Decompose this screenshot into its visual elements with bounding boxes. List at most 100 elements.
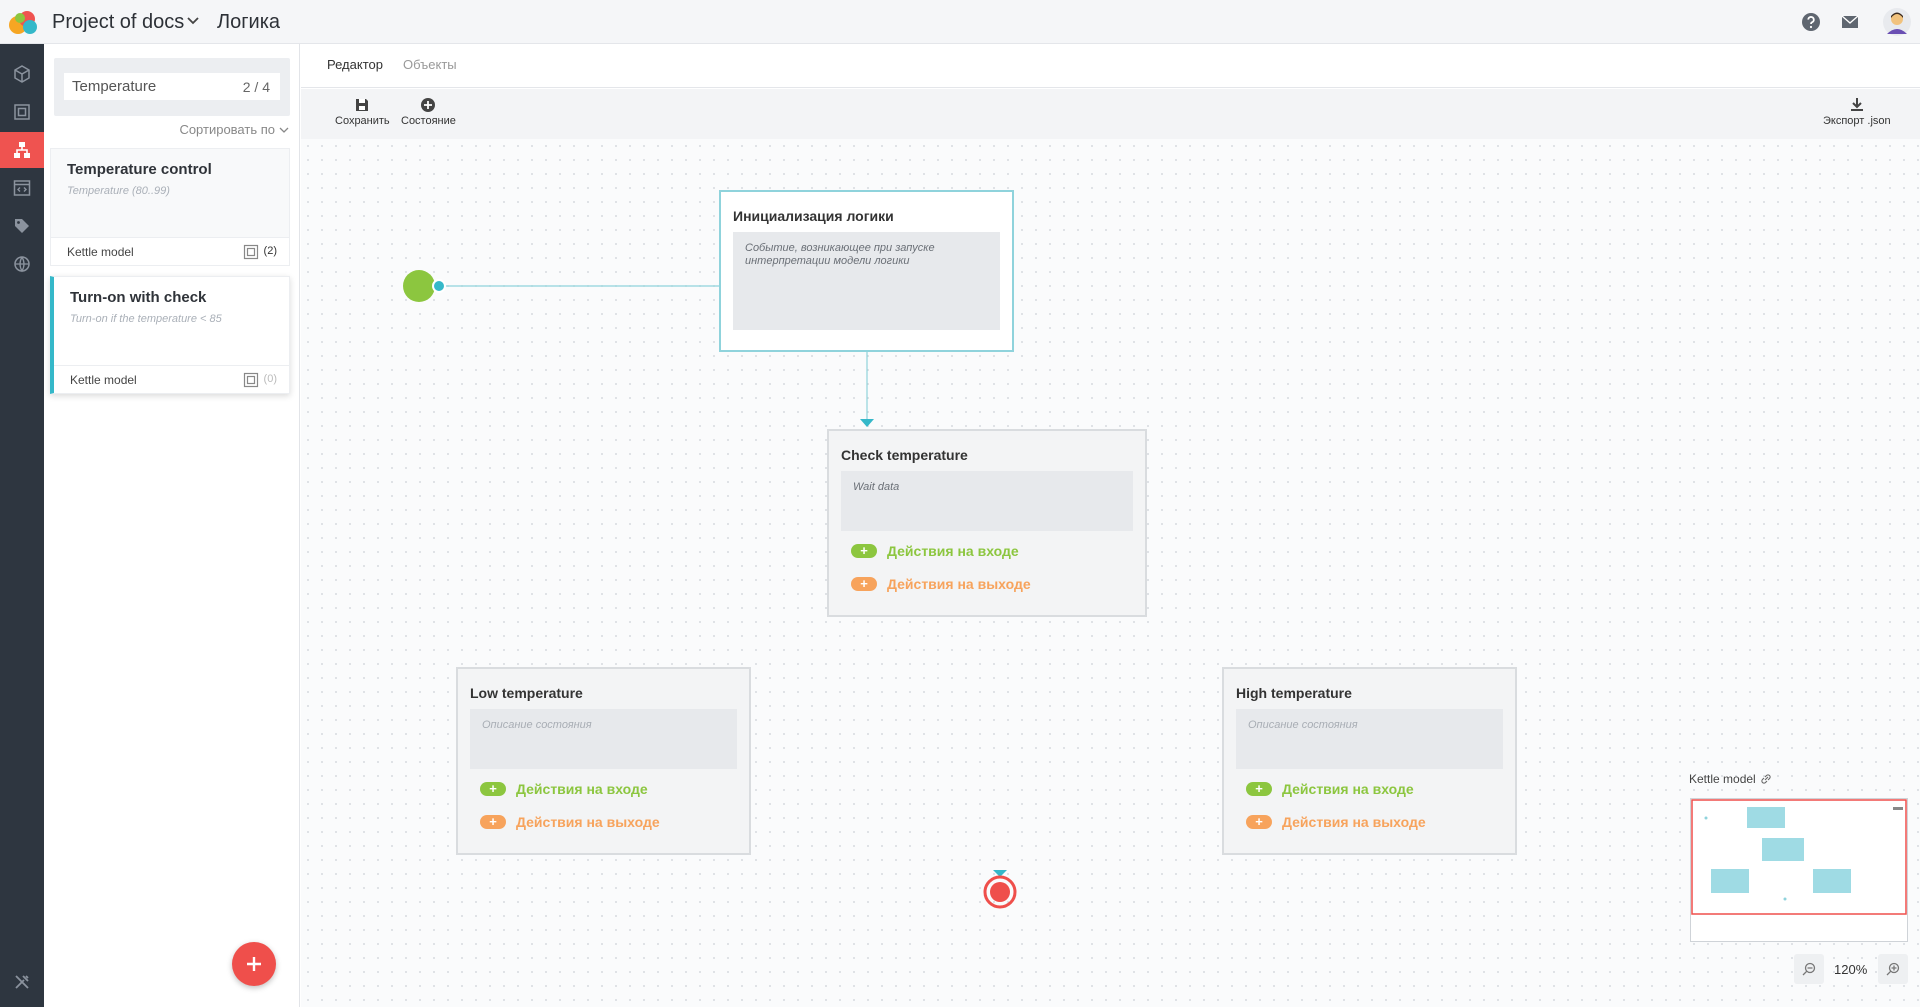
top-bar: Project of docs Логика bbox=[0, 0, 1920, 44]
logic-list-panel: 2 / 4 Сортировать по Temperature control… bbox=[44, 44, 300, 1007]
logic-canvas[interactable]: Инициализация логики Событие, возникающе… bbox=[301, 139, 1920, 1007]
save-label: Сохранить bbox=[335, 115, 390, 127]
start-port[interactable] bbox=[432, 279, 446, 293]
arrow-down-icon bbox=[860, 419, 874, 427]
rail-item-code[interactable] bbox=[0, 170, 44, 206]
tab-editor[interactable]: Редактор bbox=[327, 57, 383, 72]
user-avatar-icon[interactable] bbox=[1882, 7, 1912, 37]
module-title: Логика bbox=[217, 11, 281, 33]
card-model: Kettle model bbox=[70, 373, 137, 387]
connectors bbox=[403, 270, 1017, 909]
add-state-button[interactable]: Состояние bbox=[401, 97, 456, 127]
plus-icon: + bbox=[851, 544, 877, 558]
chevron-down-icon[interactable] bbox=[186, 14, 200, 28]
add-logic-button[interactable] bbox=[232, 942, 276, 986]
tools-icon bbox=[15, 975, 29, 989]
enter-actions[interactable]: + Действия на входе bbox=[1246, 781, 1414, 797]
plus-icon: + bbox=[480, 815, 506, 829]
rail-item-tools[interactable] bbox=[0, 964, 44, 1000]
logic-card[interactable]: Temperature control Temperature (80..99)… bbox=[50, 148, 290, 266]
exit-actions[interactable]: + Действия на выходе bbox=[851, 576, 1031, 592]
cube-icon bbox=[14, 65, 30, 83]
globe-gear-icon bbox=[14, 256, 30, 273]
chevron-down-icon bbox=[279, 127, 289, 133]
card-subtitle: Turn-on if the temperature < 85 bbox=[70, 313, 222, 325]
hierarchy-icon bbox=[14, 142, 30, 158]
minimap-preview bbox=[1691, 799, 1907, 915]
zoom-in-icon bbox=[1886, 962, 1900, 976]
sort-dropdown[interactable]: Сортировать по bbox=[179, 122, 289, 137]
start-node[interactable] bbox=[403, 270, 435, 302]
card-title: Turn-on with check bbox=[70, 289, 207, 306]
node-title: High temperature bbox=[1236, 685, 1352, 701]
minimap-title: Kettle model bbox=[1689, 772, 1772, 786]
exit-actions-label: Действия на выходе bbox=[1282, 814, 1426, 830]
zoom-in-button[interactable] bbox=[1878, 954, 1908, 984]
editor-tabs: Редактор Объекты bbox=[301, 44, 1920, 88]
editor-toolbar: Сохранить Состояние Экспорт .json bbox=[301, 89, 1920, 139]
minimap-model-name: Kettle model bbox=[1689, 772, 1756, 786]
export-json-button[interactable]: Экспорт .json bbox=[1823, 97, 1891, 127]
node-description: Wait data bbox=[841, 471, 1133, 531]
left-rail bbox=[0, 44, 44, 1007]
search-box: 2 / 4 bbox=[54, 58, 290, 116]
rail-item-integrations[interactable] bbox=[0, 246, 44, 282]
rail-item-logic[interactable] bbox=[0, 132, 44, 168]
node-description: Описание состояния bbox=[1236, 709, 1503, 769]
frame-icon bbox=[14, 104, 30, 120]
enter-actions-label: Действия на входе bbox=[887, 543, 1019, 559]
frame-icon bbox=[243, 244, 259, 260]
node-title: Check temperature bbox=[841, 447, 968, 463]
rail-item-frames[interactable] bbox=[0, 94, 44, 130]
enter-actions[interactable]: + Действия на входе bbox=[480, 781, 648, 797]
state-node-check-temperature[interactable]: Check temperature Wait data + Действия н… bbox=[827, 429, 1147, 617]
zoom-level: 120% bbox=[1834, 962, 1868, 977]
enter-actions-label: Действия на входе bbox=[516, 781, 648, 797]
card-title: Temperature control bbox=[67, 161, 212, 178]
card-count: (2) bbox=[263, 245, 277, 257]
exit-actions[interactable]: + Действия на выходе bbox=[1246, 814, 1426, 830]
state-node-low-temperature[interactable]: Low temperature Описание состояния + Дей… bbox=[456, 667, 751, 855]
code-icon bbox=[13, 180, 31, 196]
tag-icon bbox=[15, 219, 29, 233]
search-input[interactable] bbox=[64, 73, 280, 100]
minimap-viewport[interactable] bbox=[1691, 799, 1907, 915]
card-count: (0) bbox=[263, 373, 277, 385]
download-icon bbox=[1850, 98, 1863, 111]
plus-icon: + bbox=[851, 577, 877, 591]
minimize-icon[interactable] bbox=[1893, 807, 1903, 810]
export-label: Экспорт .json bbox=[1823, 115, 1891, 127]
tab-objects[interactable]: Объекты bbox=[403, 57, 457, 72]
end-node-core bbox=[990, 882, 1010, 902]
node-title: Low temperature bbox=[470, 685, 583, 701]
sort-label: Сортировать по bbox=[179, 122, 275, 137]
plus-icon bbox=[247, 957, 261, 971]
minimap[interactable] bbox=[1690, 798, 1908, 942]
project-name[interactable]: Project of docs bbox=[52, 11, 185, 33]
rail-item-tags[interactable] bbox=[0, 208, 44, 244]
floppy-disk-icon bbox=[356, 99, 369, 111]
state-node-high-temperature[interactable]: High temperature Описание состояния + Де… bbox=[1222, 667, 1517, 855]
card-subtitle: Temperature (80..99) bbox=[67, 185, 170, 197]
enter-actions[interactable]: + Действия на входе bbox=[851, 543, 1019, 559]
zoom-out-button[interactable] bbox=[1794, 954, 1824, 984]
exit-actions[interactable]: + Действия на выходе bbox=[480, 814, 660, 830]
link-icon[interactable] bbox=[1760, 773, 1772, 785]
save-button[interactable]: Сохранить bbox=[335, 97, 390, 127]
search-count: 2 / 4 bbox=[242, 79, 270, 95]
node-description: Событие, возникающее при запуске интерпр… bbox=[733, 232, 1000, 330]
card-model: Kettle model bbox=[67, 245, 134, 259]
mail-icon[interactable] bbox=[1839, 11, 1861, 33]
state-node-init[interactable]: Инициализация логики Событие, возникающе… bbox=[719, 190, 1014, 352]
node-description: Описание состояния bbox=[470, 709, 737, 769]
state-label: Состояние bbox=[401, 115, 456, 127]
arrow-down-icon bbox=[993, 870, 1007, 877]
plus-icon: + bbox=[480, 782, 506, 796]
plus-circle-icon bbox=[421, 98, 436, 112]
logo-icon[interactable] bbox=[6, 8, 40, 36]
help-icon[interactable] bbox=[1800, 11, 1822, 33]
frame-icon bbox=[243, 372, 259, 388]
rail-item-models[interactable] bbox=[0, 56, 44, 92]
logic-card-selected[interactable]: Turn-on with check Turn-on if the temper… bbox=[50, 276, 290, 394]
end-node[interactable] bbox=[983, 875, 1017, 909]
